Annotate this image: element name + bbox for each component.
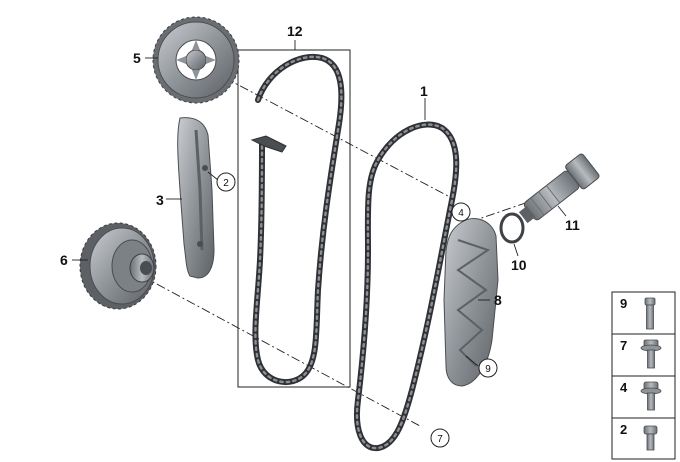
bolt-4-icon [640,381,662,411]
leader-k2 [207,171,219,181]
circled-callout-2: 2 [216,172,236,192]
tensioner-rail [443,218,499,387]
leader-11 [557,205,567,217]
callout-1: 1 [420,83,428,99]
callout-12: 12 [287,23,303,39]
callout-3: 3 [156,192,164,208]
bolt-7-icon [640,339,662,369]
callout-5: 5 [133,50,141,66]
circled-callout-4: 4 [451,202,471,222]
axis-line-sprocket-6 [141,275,421,427]
fastener-legend: 9 7 4 2 [611,291,676,460]
legend-label-2: 2 [620,422,627,437]
axis-line-sprocket-5 [194,61,449,197]
leader-k9 [465,355,479,367]
sealing-ring [499,212,525,244]
timing-chain-12 [252,53,345,385]
callout-8: 8 [494,292,502,308]
leader-10 [513,243,519,257]
chain-link-connector [250,135,287,153]
bolt-2-icon [643,425,658,451]
chain-tensioner [518,153,600,224]
svg-text:9: 9 [485,364,491,375]
circled-callout-7: 7 [430,428,450,448]
callout-10: 10 [511,257,527,273]
legend-label-4: 4 [620,380,628,395]
svg-text:2: 2 [223,178,229,189]
crankshaft-sprocket [79,222,157,310]
guide-rail [177,117,215,279]
bolt-9-icon [644,297,656,330]
chain-12-frame [237,49,351,388]
axis-line-tensioner [469,197,541,223]
callout-11: 11 [565,217,580,233]
svg-text:7: 7 [437,434,443,445]
legend-label-7: 7 [620,338,627,353]
legend-label-9: 9 [620,296,627,311]
circled-callout-9: 9 [478,358,498,378]
timing-chain-12-links [254,55,343,384]
callout-6: 6 [60,252,68,268]
timing-chain-1-links [355,123,458,450]
camshaft-sprocket [152,16,240,104]
svg-text:4: 4 [458,208,464,219]
